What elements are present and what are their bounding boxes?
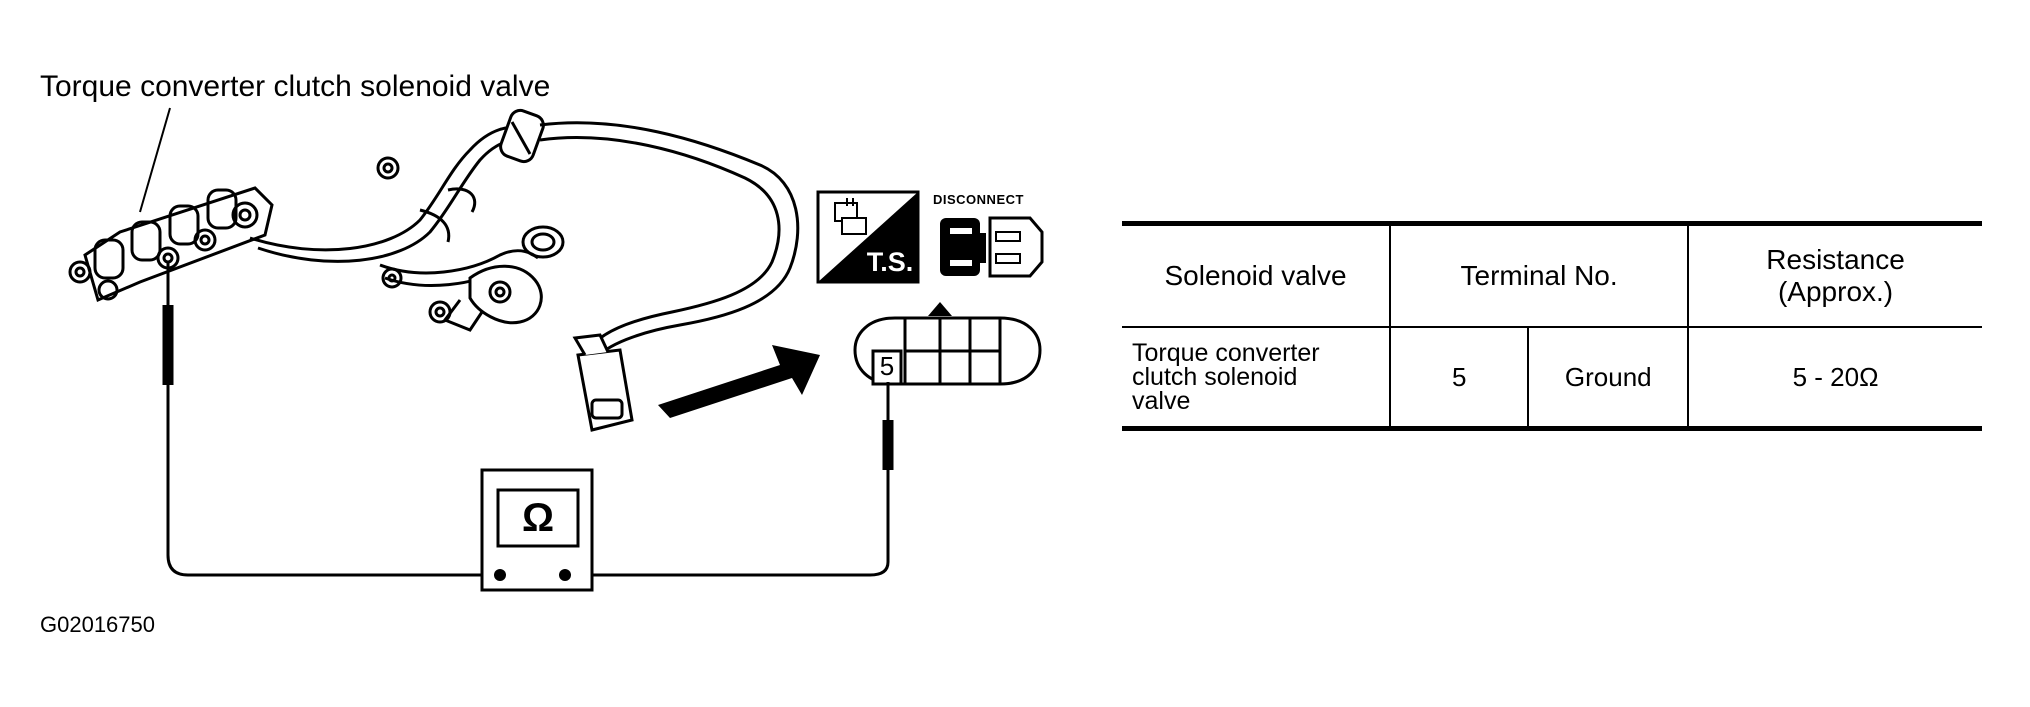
cell-ground: Ground: [1527, 327, 1690, 429]
header-solenoid-valve: Solenoid valve: [1122, 223, 1392, 328]
header-resistance: Resistance (Approx.): [1687, 223, 1982, 328]
valve-name-line1: Torque converter: [1132, 339, 1320, 367]
terminal-number-mark: 5: [879, 351, 895, 381]
table-header-row: Solenoid valve Terminal No. Resistance (…: [1122, 223, 1982, 328]
cell-resistance: 5 - 20Ω: [1687, 327, 1982, 429]
resistance-spec-table: Solenoid valve Terminal No. Resistance (…: [1122, 221, 1982, 431]
figure-code: G02016750: [40, 612, 155, 637]
header-resistance-line2: (Approx.): [1777, 276, 1894, 307]
valve-name-line2: clutch solenoid: [1132, 363, 1298, 391]
valve-name-line3: valve: [1132, 387, 1191, 415]
connector-face: [853, 316, 1042, 386]
direction-arrow: [658, 345, 820, 418]
solenoid-valve-body: [68, 186, 274, 303]
ohmmeter-icon: Ω: [521, 496, 555, 540]
up-arrow: [928, 302, 952, 316]
header-resistance-line1: Resistance: [1766, 244, 1905, 275]
harness-cable: [539, 121, 800, 361]
disconnect-icon: [940, 216, 1044, 278]
part-leader-line: [139, 107, 171, 213]
cell-terminal: 5: [1389, 327, 1530, 429]
cell-valve-name: Torque converter clutch solenoid valve: [1122, 327, 1392, 429]
header-terminal-no: Terminal No.: [1389, 223, 1690, 328]
ts-label: T.S.: [866, 247, 914, 277]
disconnect-label: DISCONNECT: [933, 192, 1024, 207]
ts-icon: [816, 190, 920, 284]
table-row: Torque converter clutch solenoid valve 5…: [1122, 327, 1982, 429]
part-label: Torque converter clutch solenoid valve: [40, 70, 551, 103]
wiring-harness: [249, 108, 565, 332]
harness-connector: [572, 333, 634, 432]
ohmmeter: [480, 468, 594, 592]
test-leads: [162, 262, 894, 577]
